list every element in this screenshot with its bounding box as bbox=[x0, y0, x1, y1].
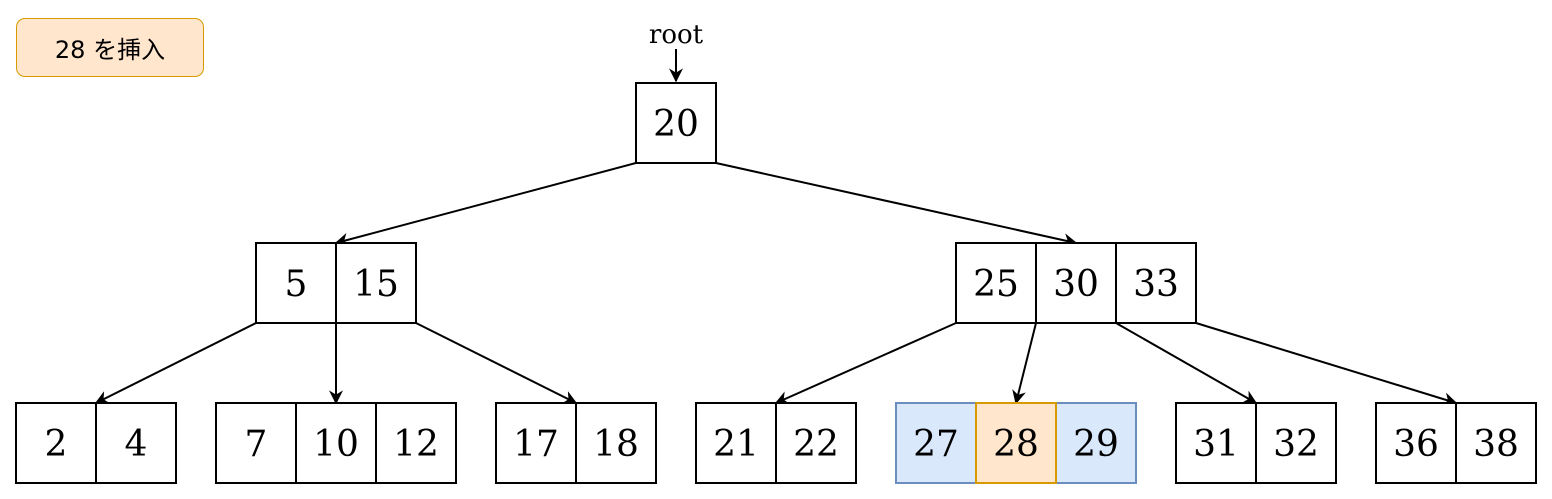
inserted-key-outline bbox=[975, 402, 1057, 484]
key-cell bbox=[1255, 402, 1337, 484]
key-cell bbox=[955, 242, 1037, 324]
child-pointer-arrow bbox=[774, 322, 957, 405]
key-cell bbox=[255, 242, 337, 324]
leaf-node: 36 38 bbox=[1375, 402, 1537, 484]
child-pointer-arrow bbox=[415, 322, 578, 404]
key-label: 30 bbox=[1053, 264, 1099, 305]
leaf-node: 7 10 12 bbox=[215, 402, 457, 484]
key-cell bbox=[635, 82, 717, 164]
key-label: 17 bbox=[513, 424, 559, 465]
key-cell bbox=[335, 242, 417, 324]
key-cell bbox=[1035, 242, 1117, 324]
key-cell-affected bbox=[1055, 402, 1137, 484]
key-label: 2 bbox=[45, 424, 68, 465]
key-label: 32 bbox=[1273, 424, 1319, 465]
key-cell bbox=[775, 402, 857, 484]
key-cell bbox=[295, 402, 377, 484]
key-cell bbox=[695, 402, 777, 484]
key-cell bbox=[495, 402, 577, 484]
key-label: 18 bbox=[593, 424, 639, 465]
child-pointer-arrow bbox=[1115, 322, 1258, 404]
key-label: 20 bbox=[653, 104, 699, 145]
key-cell bbox=[1455, 402, 1537, 484]
key-label: 38 bbox=[1473, 424, 1519, 465]
key-cell bbox=[215, 402, 297, 484]
key-cell bbox=[375, 402, 457, 484]
key-cell bbox=[575, 402, 657, 484]
root-label: root bbox=[649, 20, 704, 50]
key-label: 28 bbox=[993, 424, 1039, 465]
tree-edges bbox=[94, 162, 1458, 406]
child-pointer-arrow bbox=[94, 322, 257, 404]
key-label: 31 bbox=[1193, 424, 1239, 465]
key-label: 25 bbox=[973, 264, 1019, 305]
internal-node: 25 30 33 bbox=[955, 242, 1197, 324]
key-label: 4 bbox=[125, 424, 148, 465]
child-pointer-arrow bbox=[1012, 322, 1037, 405]
key-label: 29 bbox=[1073, 424, 1119, 465]
leaf-node: 21 22 bbox=[695, 402, 857, 484]
key-label: 22 bbox=[793, 424, 839, 465]
key-label: 21 bbox=[713, 424, 759, 465]
child-pointer-arrow bbox=[1195, 322, 1458, 406]
child-pointer-arrow bbox=[334, 162, 637, 247]
key-label: 15 bbox=[353, 264, 399, 305]
insert-action-label: 28 を挿入 bbox=[16, 18, 204, 77]
root-node: 20 bbox=[635, 82, 717, 164]
key-cell bbox=[95, 402, 177, 484]
key-label: 33 bbox=[1133, 264, 1179, 305]
leaf-node: 31 32 bbox=[1175, 402, 1337, 484]
key-cell bbox=[1375, 402, 1457, 484]
child-pointer-arrow bbox=[715, 162, 1078, 248]
key-label: 12 bbox=[393, 424, 439, 465]
key-cell-affected bbox=[895, 402, 977, 484]
key-label: 27 bbox=[913, 424, 959, 465]
key-label: 7 bbox=[245, 424, 268, 465]
key-label: 5 bbox=[285, 264, 308, 305]
key-label: 10 bbox=[313, 424, 359, 465]
key-cell bbox=[1175, 402, 1257, 484]
key-label: 36 bbox=[1393, 424, 1439, 465]
internal-node: 5 15 bbox=[255, 242, 417, 324]
key-cell bbox=[1115, 242, 1197, 324]
leaf-node: 27 28 29 bbox=[895, 402, 1137, 484]
